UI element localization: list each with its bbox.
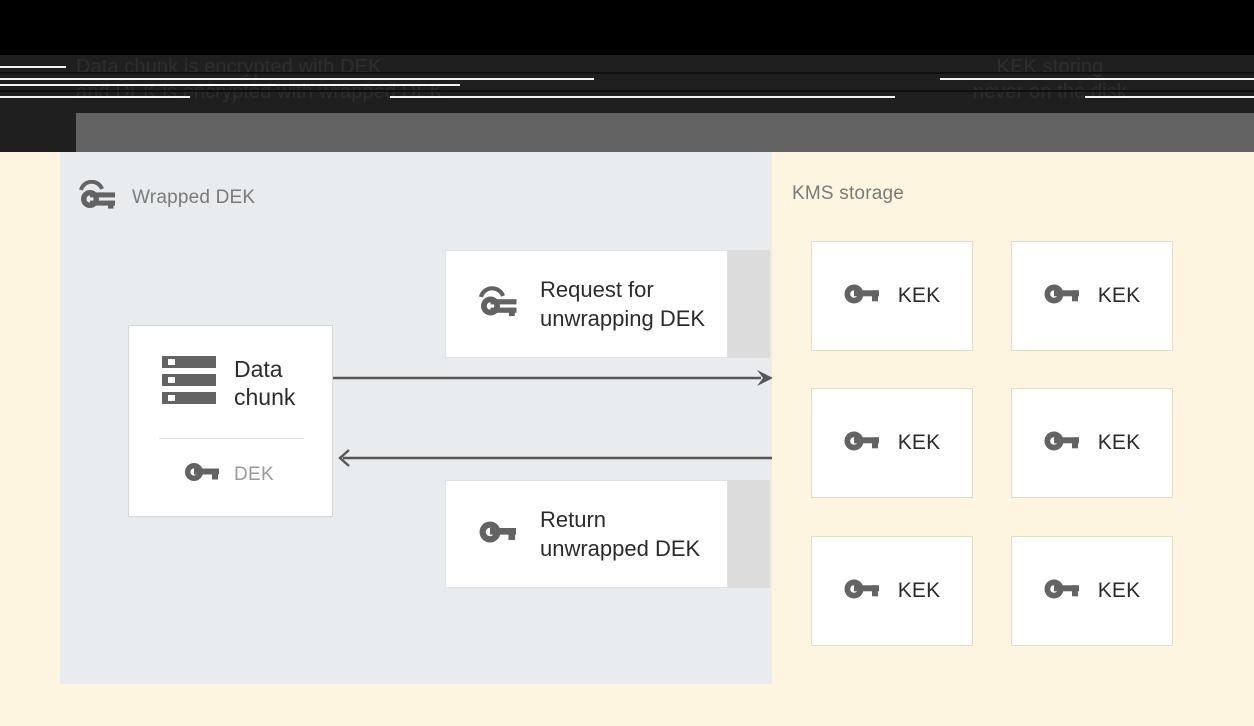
wrapped-key-icon xyxy=(478,285,518,323)
scan-line-artifact xyxy=(390,96,895,98)
key-icon xyxy=(184,460,220,489)
return-card-label: Return unwrapped DEK xyxy=(540,507,701,561)
banner-gray-notch xyxy=(0,113,76,152)
key-icon xyxy=(844,429,880,458)
scan-line-artifact xyxy=(0,84,276,86)
return-unwrapped-dek-card[interactable]: Return unwrapped DEK xyxy=(445,480,728,588)
kek-label: KEK xyxy=(897,579,941,602)
kek-box[interactable]: KEK xyxy=(811,536,973,646)
kek-label: KEK xyxy=(1097,284,1141,307)
data-chunk-row: Data chunk xyxy=(162,354,295,411)
return-arrow xyxy=(333,449,773,467)
scan-line-artifact xyxy=(1085,96,1254,98)
kek-label: KEK xyxy=(1097,579,1141,602)
request-card-label: Request for unwrapping DEK xyxy=(540,277,706,331)
scan-line-artifact xyxy=(200,84,460,86)
scan-line-artifact xyxy=(0,90,1254,92)
storage-icon xyxy=(162,354,216,411)
kms-storage-title: KMS storage xyxy=(792,183,905,204)
wrapped-dek-title: Wrapped DEK xyxy=(132,186,256,208)
key-icon xyxy=(1044,577,1080,606)
banner-gray-bar xyxy=(0,113,1254,152)
wrapped-dek-header: Wrapped DEK xyxy=(78,179,256,215)
request-arrow xyxy=(333,369,773,387)
key-icon xyxy=(478,518,518,551)
banner-black-bar xyxy=(0,0,1254,55)
scan-line-artifact xyxy=(0,66,66,68)
kek-box[interactable]: KEK xyxy=(1011,388,1173,498)
data-chunk-card[interactable]: Data chunk DEK xyxy=(128,325,333,517)
wrapped-key-icon xyxy=(78,179,116,215)
kek-label: KEK xyxy=(897,431,941,454)
kek-label: KEK xyxy=(897,284,941,307)
key-icon xyxy=(1044,429,1080,458)
dek-label: DEK xyxy=(234,463,274,485)
scan-line-artifact xyxy=(0,96,190,98)
request-unwrapping-dek-card[interactable]: Request for unwrapping DEK xyxy=(445,250,728,358)
key-icon xyxy=(844,282,880,311)
data-chunk-title: Data chunk xyxy=(234,355,296,410)
kek-box[interactable]: KEK xyxy=(1011,536,1173,646)
data-chunk-dek-row: DEK xyxy=(184,460,274,489)
key-icon xyxy=(1044,282,1080,311)
scan-line-artifact xyxy=(940,78,1254,80)
kek-box[interactable]: KEK xyxy=(1011,241,1173,351)
kek-box[interactable]: KEK xyxy=(811,241,973,351)
data-chunk-divider xyxy=(159,438,304,439)
scan-line-artifact xyxy=(0,78,594,80)
kek-box[interactable]: KEK xyxy=(811,388,973,498)
scan-line-artifact xyxy=(0,72,1254,74)
key-icon xyxy=(844,577,880,606)
kek-label: KEK xyxy=(1097,431,1141,454)
